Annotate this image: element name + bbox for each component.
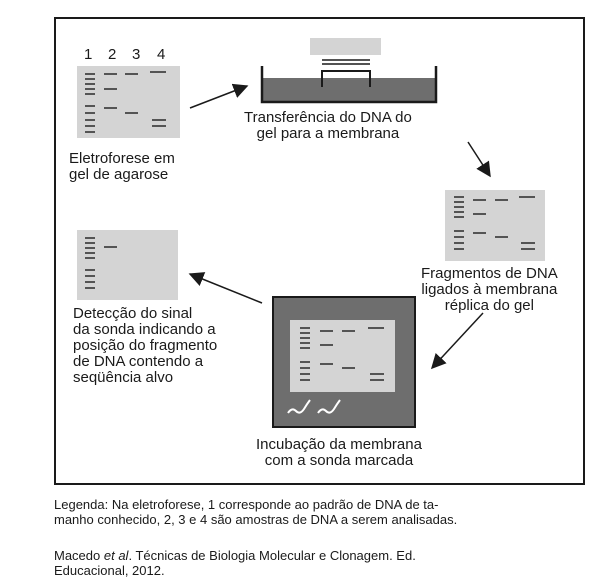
label-fragmentos: Fragmentos de DNA ligados à membrana rép… — [421, 265, 558, 314]
detection-result — [77, 230, 178, 300]
label-transferencia: Transferência do DNA do gel para a membr… — [244, 109, 412, 142]
lane-number-2: 2 — [108, 46, 117, 63]
membrane-bands — [454, 196, 535, 250]
reference-caption: Macedo et al. Técnicas de Biologia Molec… — [54, 548, 416, 578]
arrow-membrane-to-incubation — [430, 312, 484, 370]
legend-caption: Legenda: Na eletroforese, 1 corresponde … — [54, 497, 458, 527]
flow-arrows — [188, 83, 491, 370]
arrow-gel-to-transfer — [189, 83, 249, 109]
transfer-tank — [260, 38, 438, 104]
diagram-frame — [54, 17, 585, 485]
label-incubacao: Incubação da membrana com a sonda marcad… — [256, 436, 422, 469]
reference-etal: et al — [103, 548, 129, 563]
reference-rest: . Técnicas de Biologia Molecular e Clona… — [54, 548, 416, 578]
arrow-transfer-to-membrane — [467, 141, 491, 178]
reference-authors: Macedo — [54, 548, 104, 563]
lane-number-3: 3 — [132, 46, 141, 63]
probe-squiggles — [287, 399, 341, 414]
arrow-incubation-to-detection — [188, 272, 263, 304]
label-deteccao: Detecção do sinal da sonda indicando a p… — [73, 305, 218, 386]
label-eletroforese: Eletroforese em gel de agarose — [69, 150, 175, 183]
detection-bands — [85, 237, 117, 289]
lane-number-1: 1 — [84, 46, 93, 63]
membrane-replica — [445, 190, 545, 261]
lane-number-4: 4 — [157, 46, 166, 63]
incubation-bands — [300, 327, 384, 381]
agarose-gel — [77, 66, 180, 138]
incubation-box — [272, 296, 416, 428]
gel-bands — [85, 71, 166, 133]
